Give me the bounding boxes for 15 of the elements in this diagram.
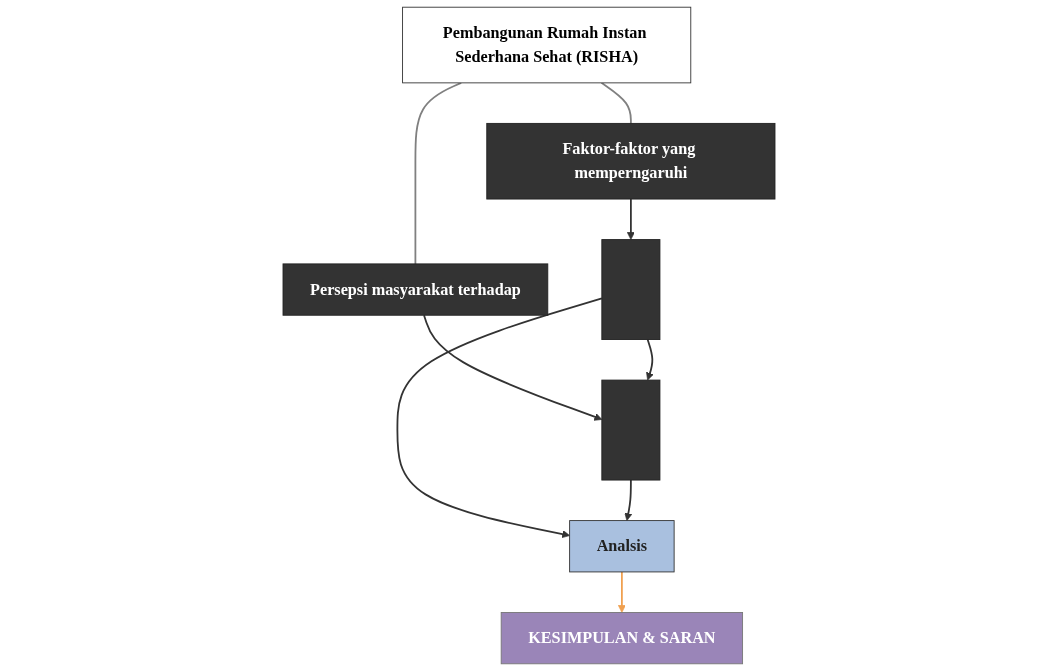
node-box [601,379,661,481]
node-box: KESIMPULAN & SARAN [500,612,744,665]
arrow [626,198,635,240]
arrow [617,571,626,613]
arrow [646,338,654,381]
node-box: Pembangunan Rumah Instan Sederhana Sehat (RISHA) [402,6,692,84]
arrow [396,297,603,538]
connector [414,81,463,265]
node-box: Analsis [569,520,675,573]
arrow [624,479,633,521]
node-box: Faktor-faktor yang memperngaruhi [486,122,776,200]
connector [600,81,632,125]
node-box: Persepsi masyarakat terhadap [282,263,549,316]
node-box [601,239,661,340]
arrow [423,314,603,421]
